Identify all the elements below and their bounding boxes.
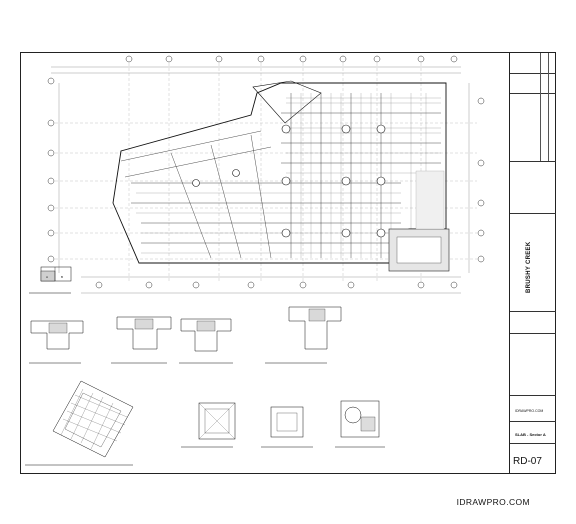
detail-3	[179, 318, 233, 364]
pile-cap-details	[181, 400, 385, 448]
key-label-b: B	[61, 275, 63, 279]
grid-bubbles	[47, 55, 485, 289]
tb-divider	[510, 333, 556, 334]
detail-1	[29, 320, 84, 364]
key-label-a: A	[46, 275, 48, 279]
tb-revision-column	[548, 53, 549, 161]
column-detail	[25, 380, 134, 466]
rebar-hatch	[136, 93, 441, 258]
tb-divider	[510, 161, 556, 162]
project-name: BRUSHY CREEK	[526, 241, 532, 294]
title-block-website: IDRAWPRO.COM	[515, 409, 544, 413]
sheet-number: RD-07	[513, 456, 542, 467]
hatched-zone	[388, 228, 450, 272]
terrace-area	[415, 170, 445, 230]
tb-divider	[510, 213, 556, 214]
columns	[192, 124, 386, 238]
tb-divider	[510, 93, 556, 94]
drawing-area: A B	[21, 53, 509, 473]
detail-4	[265, 306, 342, 364]
slab-plan-drawing: A B	[25, 55, 485, 466]
drawing-sheet: A B	[20, 52, 556, 474]
key-plan	[40, 266, 72, 282]
tb-revision-column	[540, 53, 541, 161]
watermark-text: IDRAWPRO.COM	[456, 497, 530, 507]
beam-lines	[120, 93, 441, 259]
title-block: BRUSHY CREEK IDRAWPRO.COM SLAB - Sector …	[509, 53, 556, 473]
tb-divider	[510, 311, 556, 312]
dimension-lines	[51, 66, 470, 294]
section-details	[29, 306, 342, 364]
detail-2	[111, 316, 172, 364]
tb-divider	[510, 395, 556, 396]
grid-lines	[55, 63, 477, 281]
tb-divider	[510, 443, 556, 444]
tb-divider	[510, 73, 556, 74]
tb-divider	[510, 421, 556, 422]
sheet-title: SLAB - Sector A	[515, 432, 546, 437]
